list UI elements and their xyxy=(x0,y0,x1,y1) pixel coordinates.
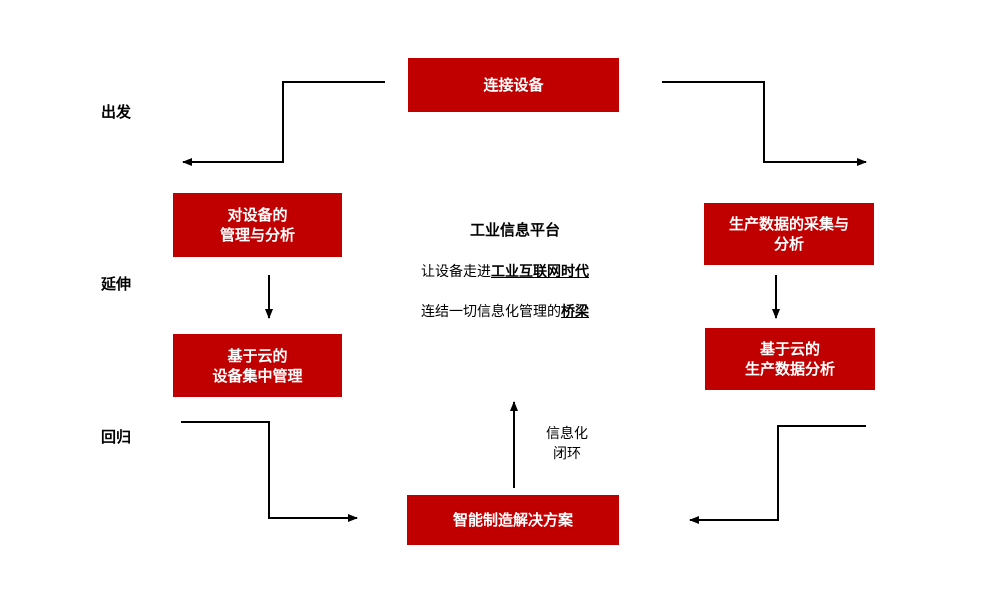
flow-line-bottom-right xyxy=(689,425,866,524)
node-device-management: 对设备的 管理与分析 xyxy=(173,193,342,257)
flow-line-top-right xyxy=(662,81,867,166)
platform-line-2-prefix: 连结一切信息化管理的 xyxy=(421,304,561,320)
node-cloud-device-management: 基于云的 设备集中管理 xyxy=(173,334,342,397)
node-production-data-collection: 生产数据的采集与 分析 xyxy=(704,203,874,265)
stage-label-extend: 延伸 xyxy=(101,275,132,293)
node-connect-devices: 连接设备 xyxy=(408,58,619,112)
platform-line-1: 让设备走进工业互联网时代 xyxy=(421,261,589,281)
stage-label-return: 回归 xyxy=(101,428,132,446)
platform-line-1-emphasis: 工业互联网时代 xyxy=(491,264,589,280)
node-cloud-production-analysis: 基于云的 生产数据分析 xyxy=(705,328,875,390)
flow-line-bottom-left xyxy=(181,421,358,522)
platform-line-2-emphasis: 桥梁 xyxy=(561,304,589,320)
loop-label: 信息化 闭环 xyxy=(546,426,588,462)
flow-line-top-left xyxy=(182,81,385,166)
platform-line-1-prefix: 让设备走进 xyxy=(421,264,491,280)
platform-line-2: 连结一切信息化管理的桥梁 xyxy=(421,301,589,321)
platform-title: 工业信息平台 xyxy=(470,221,561,239)
node-smart-manufacturing: 智能制造解决方案 xyxy=(407,495,619,545)
stage-label-depart: 出发 xyxy=(101,103,132,121)
